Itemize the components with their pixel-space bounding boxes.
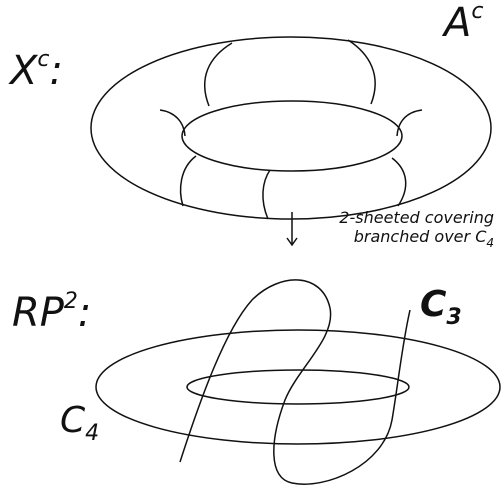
label-ac: Ac xyxy=(444,0,483,46)
label-ac-base: A xyxy=(444,0,472,46)
label-xc: Xc: xyxy=(10,46,63,94)
label-rp2: RP2: xyxy=(12,288,92,336)
label-xc-suffix: : xyxy=(49,48,63,94)
torus-meridian-back-left xyxy=(204,42,233,107)
label-c3-base: C xyxy=(420,284,447,325)
label-c4-sub: 4 xyxy=(85,421,100,446)
torus-inner-rim-left xyxy=(159,109,186,137)
label-c4: C4 xyxy=(60,400,99,446)
torus-inner-rim-right xyxy=(396,109,423,137)
label-rp2-suffix: : xyxy=(77,290,92,336)
torus-meridian-front-left xyxy=(179,155,197,207)
label-covering-line2: branched over C xyxy=(353,227,487,246)
curve-c3 xyxy=(179,279,411,485)
label-c3-sub: 3 xyxy=(446,305,462,330)
label-covering-line1: 2-sheeted covering xyxy=(339,208,494,227)
torus-outer-boundary xyxy=(90,36,492,220)
label-rp2-base: RP xyxy=(12,290,64,336)
label-c4-base: C xyxy=(60,400,86,441)
torus-inner-hole xyxy=(181,100,403,172)
label-rp2-sup: 2 xyxy=(63,288,78,314)
label-covering-line2-wrap: branched over C4 xyxy=(304,227,494,250)
torus-meridian-back-right xyxy=(347,39,376,105)
torus-meridian-front-right xyxy=(391,157,407,207)
rp2-outer-ellipse-c4 xyxy=(95,329,501,445)
label-ac-sup: c xyxy=(471,0,484,24)
rp2-inner-ellipse-c4 xyxy=(186,369,410,405)
torus-meridian-front-mid xyxy=(262,169,271,220)
label-c3: C3 xyxy=(420,284,462,330)
label-covering: 2-sheeted covering branched over C4 xyxy=(304,208,494,250)
label-xc-sup: c xyxy=(37,46,50,72)
covering-arrow-head xyxy=(286,237,298,247)
label-covering-line2-sub: 4 xyxy=(486,236,494,250)
label-xc-base: X xyxy=(10,48,38,94)
